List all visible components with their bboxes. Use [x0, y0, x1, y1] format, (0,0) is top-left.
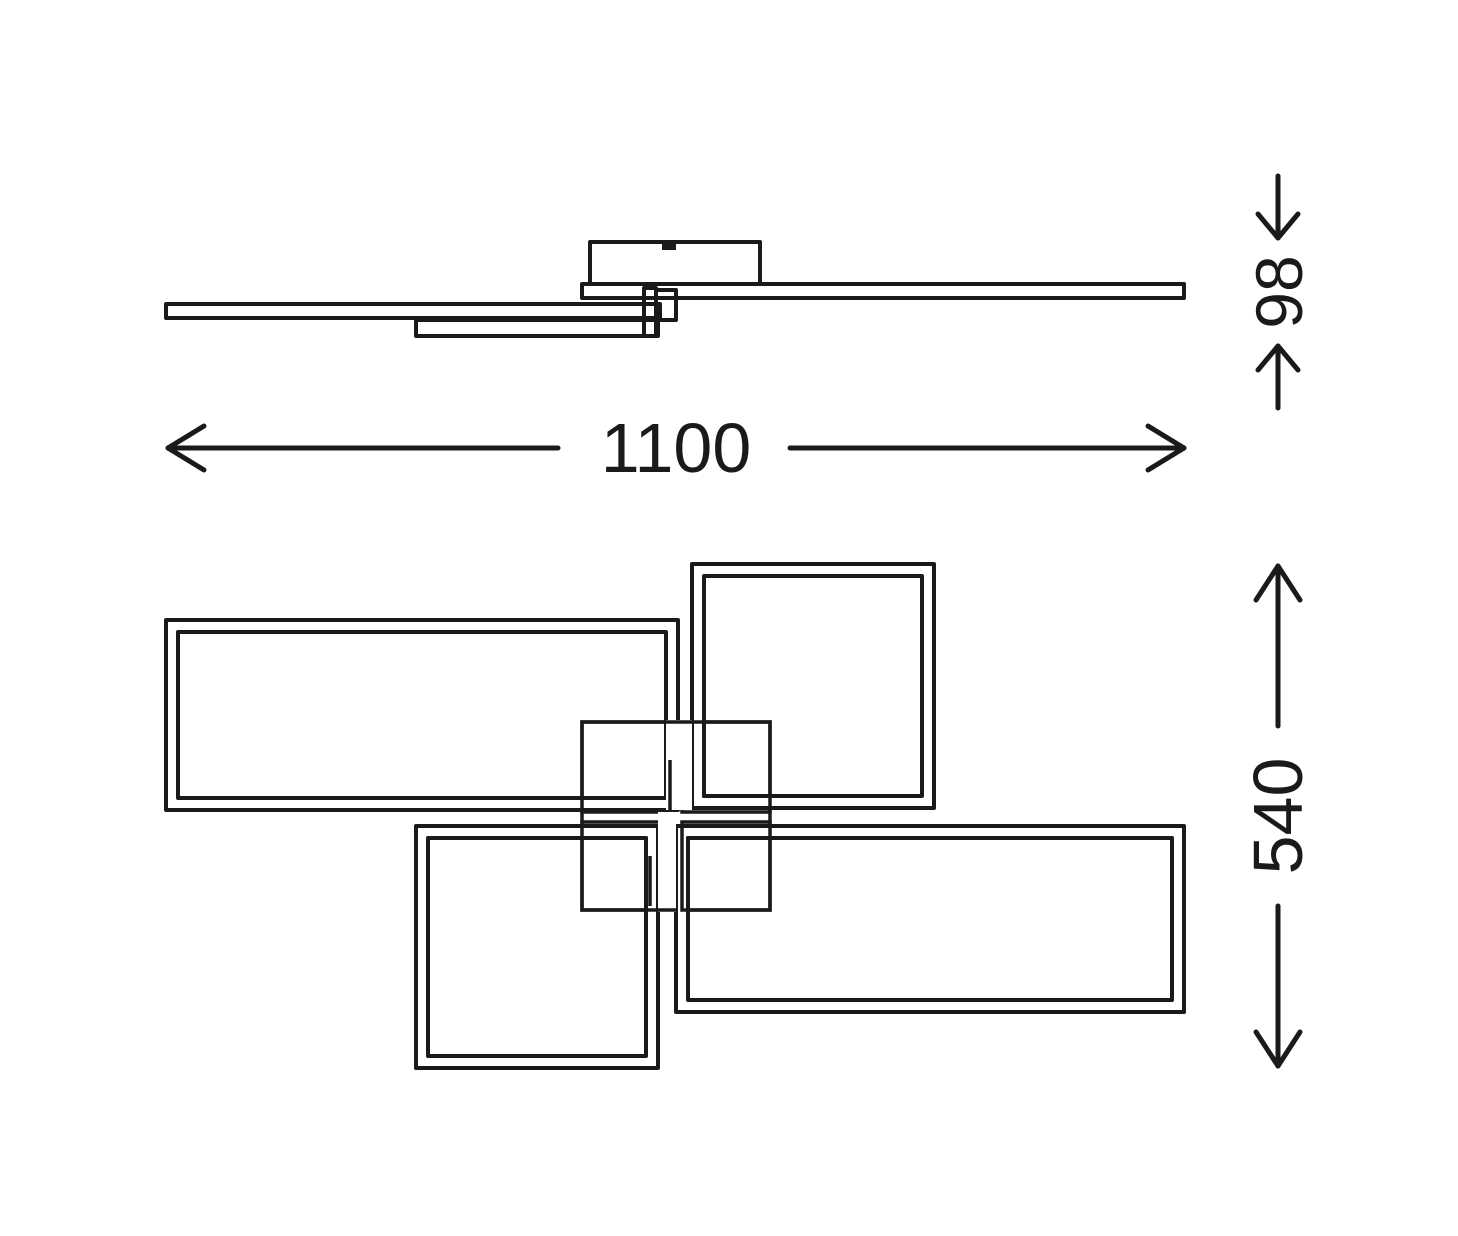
width-label: 1100 [601, 409, 752, 487]
height-arrowhead-bottom [1255, 343, 1301, 373]
frame-lower-left-inner [426, 836, 648, 1058]
top-view [164, 562, 1186, 1070]
frame-upper-right-outer [690, 562, 936, 810]
hub-square-upper-right [680, 720, 772, 814]
side-bar-upper [580, 282, 1186, 300]
side-connector-block [654, 288, 678, 322]
depth-dimension: 540 [1239, 563, 1317, 1069]
width-dimension: 1100 [165, 409, 1187, 487]
height-arrowhead-top [1255, 211, 1301, 241]
depth-label: 540 [1239, 758, 1317, 875]
depth-arrowhead-top [1253, 563, 1303, 603]
width-arrowhead-right [1145, 423, 1187, 473]
side-bar-middle [164, 302, 662, 320]
hub-visible-lower-right [686, 836, 772, 912]
frame-lower-right-inner [686, 836, 1174, 1002]
hub-visible-lower-left [580, 836, 648, 912]
side-bar-lower [414, 318, 660, 338]
height-label: 98 [1242, 255, 1316, 328]
hub-visible-lower-gap [658, 812, 676, 912]
width-arrowhead-left [165, 423, 207, 473]
frame-upper-right-inner [702, 574, 924, 798]
height-dimension: 98 [1242, 173, 1316, 411]
side-canopy-notch [662, 242, 676, 250]
depth-arrowhead-bottom [1253, 1029, 1303, 1069]
frame-lower-right-outer [674, 824, 1186, 1014]
frame-upper-left-outer [164, 618, 680, 812]
frame-lower-left-outer [414, 824, 660, 1070]
frame-upper-left-inner [176, 630, 668, 800]
side-view [164, 240, 1186, 338]
hub-visible-upper-right [702, 720, 772, 798]
hub-square-lower-right [680, 820, 772, 912]
hub-visible-upper-left [580, 720, 668, 800]
